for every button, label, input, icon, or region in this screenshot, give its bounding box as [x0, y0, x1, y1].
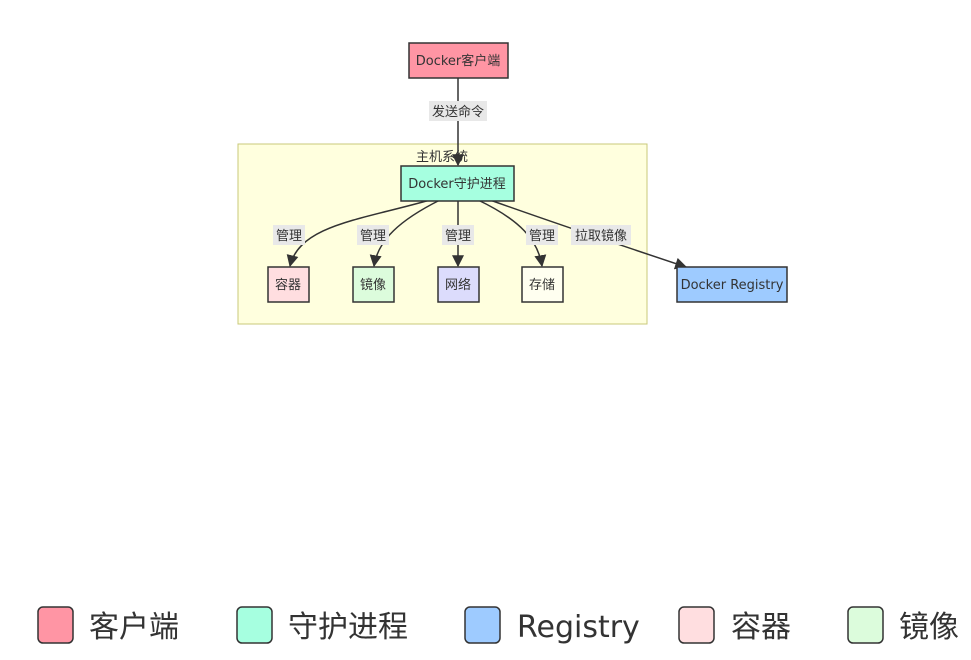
legend-label: 镜像 [899, 610, 959, 645]
svg-text:拉取镜像: 拉取镜像 [575, 229, 627, 244]
edge-label-manage-image: 管理 [357, 225, 389, 245]
legend: 客户端 守护进程 Registry 容器 镜像 [37, 606, 959, 645]
node-docker-registry[interactable]: Docker Registry [676, 266, 788, 303]
svg-text:发送命令: 发送命令 [432, 104, 484, 120]
legend-item-container: 容器 [678, 606, 791, 645]
edge-label-manage-network: 管理 [442, 225, 474, 245]
legend-item-registry: Registry [464, 606, 640, 645]
svg-text:管理: 管理 [360, 229, 386, 244]
legend-label: 客户端 [89, 610, 179, 645]
edge-label-manage-storage: 管理 [526, 225, 558, 245]
edge-daemon-to-container [286, 199, 431, 268]
node-label-registry: Docker Registry [681, 278, 784, 293]
legend-swatch [678, 606, 715, 644]
node-docker-client[interactable]: Docker客户端 [408, 42, 509, 79]
svg-text:管理: 管理 [276, 229, 302, 244]
node-docker-daemon[interactable]: Docker守护进程 [400, 165, 515, 202]
nodes: Docker客户端 Docker守护进程 容器 镜像 网络 存储 Docker … [267, 42, 788, 303]
node-label-network: 网络 [445, 277, 471, 293]
edge-label-manage-container: 管理 [273, 225, 305, 245]
legend-swatch [464, 606, 501, 644]
edge-daemon-to-image [369, 199, 441, 268]
node-label-client: Docker客户端 [416, 53, 501, 69]
edge-labels: 发送命令 管理 管理 管理 管理 拉取镜像 [273, 101, 631, 245]
cluster-label: 主机系统 [416, 150, 468, 165]
legend-item-daemon: 守护进程 [236, 606, 408, 645]
node-label-container: 容器 [275, 277, 301, 293]
node-image[interactable]: 镜像 [352, 266, 395, 303]
svg-text:管理: 管理 [529, 229, 555, 244]
legend-label: 守护进程 [288, 610, 408, 645]
node-storage[interactable]: 存储 [521, 266, 564, 303]
edge-daemon-to-storage [477, 199, 547, 268]
legend-swatch [236, 606, 273, 644]
legend-item-image: 镜像 [847, 606, 959, 645]
edge-label-pull-image: 拉取镜像 [571, 225, 631, 245]
node-network[interactable]: 网络 [437, 266, 480, 303]
legend-item-client: 客户端 [37, 606, 179, 645]
edge-label-send-command: 发送命令 [429, 101, 487, 121]
node-label-storage: 存储 [529, 278, 555, 293]
node-label-image: 镜像 [360, 278, 386, 293]
legend-label: 容器 [731, 610, 791, 645]
legend-swatch [37, 606, 74, 644]
legend-swatch [847, 606, 884, 644]
node-container[interactable]: 容器 [267, 266, 310, 303]
legend-label: Registry [517, 610, 640, 645]
svg-text:管理: 管理 [445, 229, 471, 244]
node-label-daemon: Docker守护进程 [408, 177, 506, 192]
